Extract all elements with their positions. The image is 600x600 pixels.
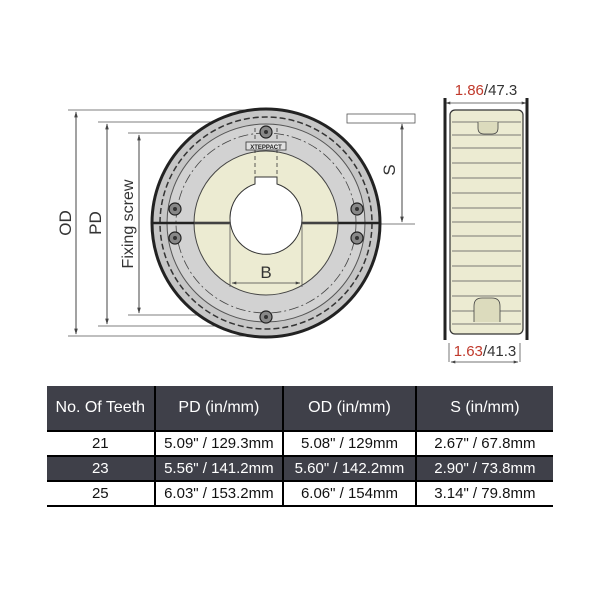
cell-od: 6.06" / 154mm	[282, 481, 416, 506]
cell-pd: 6.03" / 153.2mm	[153, 481, 284, 506]
table-row: 23 5.56" / 141.2mm 5.60" / 142.2mm 2.90"…	[47, 456, 553, 481]
pd-dimension: PD	[86, 123, 109, 325]
fixing-screws	[168, 125, 364, 324]
cell-s: 3.14" / 79.8mm	[414, 481, 553, 506]
s-label: S	[380, 164, 399, 175]
header-s: S (in/mm)	[414, 386, 553, 431]
brand-plate: XTEPPACT	[250, 145, 282, 151]
pulley-front-view: B XTEPPACT	[150, 107, 382, 339]
table-row: 25 6.03" / 153.2mm 6.06" / 154mm 3.14" /…	[47, 481, 553, 506]
fixing-screw-dimension: Fixing screw	[120, 134, 141, 314]
bottom-width-dimension: 1.63/41.3	[454, 343, 517, 360]
cell-teeth: 25	[47, 481, 155, 506]
bore-label: B	[260, 263, 271, 282]
cell-pd: 5.09" / 129.3mm	[153, 431, 284, 456]
top-width-dimension: 1.86/47.3	[455, 82, 518, 99]
cell-teeth: 23	[47, 456, 155, 481]
cell-s: 2.67" / 67.8mm	[414, 431, 553, 456]
cell-teeth: 21	[47, 431, 155, 456]
header-teeth: No. Of Teeth	[47, 386, 155, 431]
s-dimension: S	[346, 113, 416, 223]
pulley-technical-drawing: OD PD Fixing screw S B XTEPPACT	[56, 82, 529, 364]
cell-od: 5.60" / 142.2mm	[282, 456, 416, 481]
cell-od: 5.08" / 129mm	[282, 431, 416, 456]
header-pd: PD (in/mm)	[153, 386, 284, 431]
pulley-side-view: 1.86/47.3 1.63/41.3	[443, 82, 529, 364]
table-row: 21 5.09" / 129.3mm 5.08" / 129mm 2.67" /…	[47, 431, 553, 456]
header-od: OD (in/mm)	[282, 386, 416, 431]
od-label: OD	[56, 210, 75, 236]
pd-label: PD	[86, 211, 105, 235]
cell-pd: 5.56" / 141.2mm	[153, 456, 284, 481]
od-dimension: OD	[56, 111, 78, 335]
fixing-screw-label: Fixing screw	[120, 179, 137, 268]
cell-s: 2.90" / 73.8mm	[414, 456, 553, 481]
table-header-row: No. Of Teeth PD (in/mm) OD (in/mm) S (in…	[47, 386, 553, 431]
pulley-spec-table: No. Of Teeth PD (in/mm) OD (in/mm) S (in…	[47, 386, 553, 507]
